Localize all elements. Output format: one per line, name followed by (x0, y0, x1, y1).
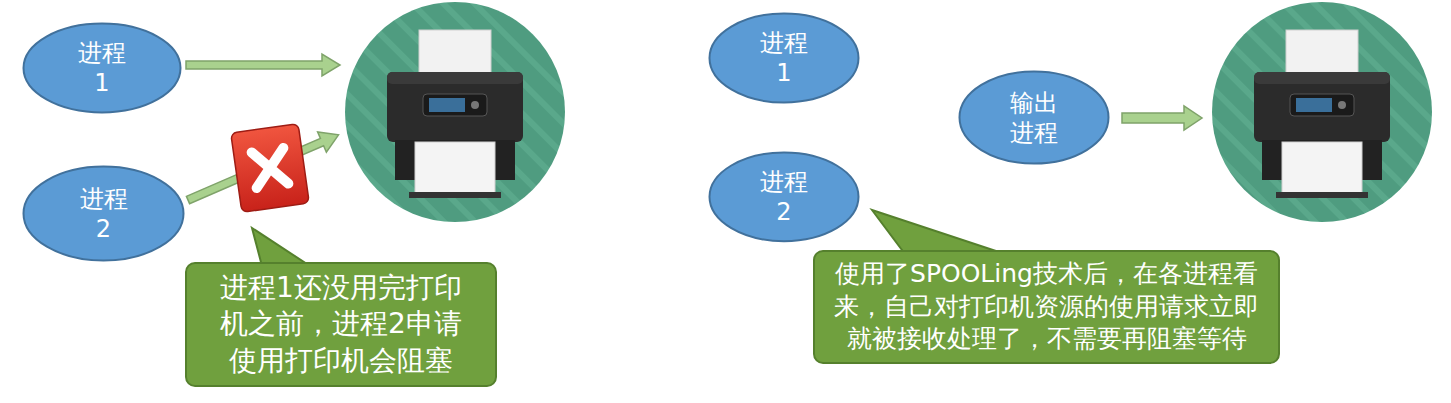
output-arrow (1122, 106, 1202, 130)
callout-text: 进程1还没用完打印机之前，进程2申请使用打印机会阻塞 (215, 270, 467, 379)
ellipse-outline (958, 70, 1110, 165)
ellipse-outline (22, 22, 182, 114)
callout-tail (872, 210, 1005, 254)
blocked-mark (231, 124, 309, 213)
callout-text: 使用了SPOOLing技术后，在各进程看来，自己对打印机资源的使用请求立即就被接… (829, 258, 1264, 356)
callout-box: 进程1还没用完打印机之前，进程2申请使用打印机会阻塞 (185, 262, 497, 387)
callout-box: 使用了SPOOLing技术后，在各进程看来，自己对打印机资源的使用请求立即就被接… (813, 250, 1280, 364)
request-arrow (186, 54, 340, 76)
process-label: 进程1 (74, 38, 129, 98)
process-label: 进程2 (756, 167, 811, 227)
ellipse-outline (708, 151, 860, 243)
process-ellipse: 进程1 (708, 12, 860, 104)
callout-tail (252, 228, 310, 266)
process-ellipse: 进程2 (708, 151, 860, 243)
process-label: 进程1 (756, 28, 811, 88)
process-label: 输出 进程 (1006, 88, 1061, 148)
process-label: 进程2 (76, 184, 131, 244)
ellipse-outline (22, 165, 185, 262)
process-ellipse: 输出 进程 (958, 70, 1110, 165)
printer-icon (1212, 2, 1432, 222)
printer-icon (345, 2, 565, 222)
ellipse-outline (708, 12, 860, 104)
process-ellipse: 进程2 (22, 165, 185, 262)
process-ellipse: 进程1 (22, 22, 182, 114)
